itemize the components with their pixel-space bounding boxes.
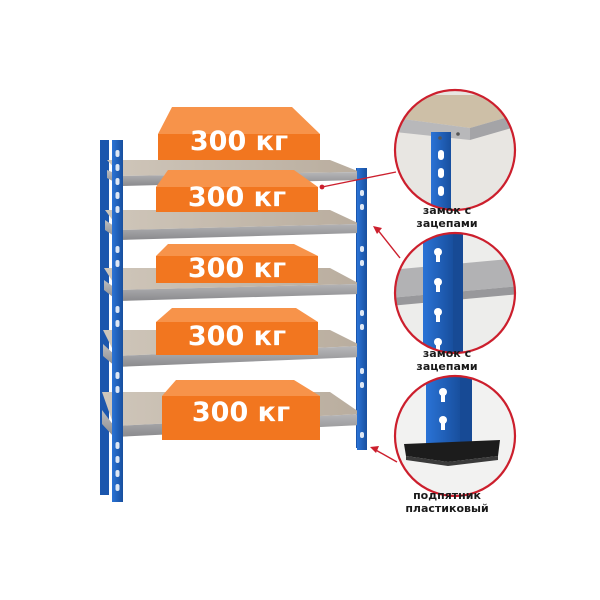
upright-front-right bbox=[357, 168, 367, 450]
load-label-2: 300 кг bbox=[188, 182, 286, 213]
shelf-2 bbox=[105, 210, 360, 240]
callout-label-upright: замок с зацепами bbox=[372, 347, 522, 373]
upright-front-left bbox=[112, 140, 123, 502]
callout-label-upright-line2: зацепами bbox=[416, 360, 478, 373]
load-label-5: 300 кг bbox=[192, 397, 290, 428]
load-badge-5: 300 кг bbox=[162, 380, 320, 440]
load-badge-1: 300 кг bbox=[158, 107, 320, 160]
load-label-1: 300 кг bbox=[190, 126, 288, 157]
callout-label-corner-lock-line1: замок с bbox=[422, 204, 472, 217]
callout-plastic-foot bbox=[393, 374, 517, 498]
load-label-4: 300 кг bbox=[188, 321, 286, 352]
callout-pointer-3 bbox=[370, 446, 398, 463]
callout-label-corner-lock: замок с зацепами bbox=[372, 204, 522, 230]
callout-corner-lock bbox=[393, 88, 517, 212]
load-label-3: 300 кг bbox=[188, 253, 286, 284]
callout-label-upright-line1: замок с bbox=[422, 347, 472, 360]
load-badge-2: 300 кг bbox=[156, 170, 318, 213]
load-badge-4: 300 кг bbox=[156, 308, 318, 355]
load-badge-3: 300 кг bbox=[156, 244, 318, 284]
callout-pointer-2 bbox=[373, 226, 401, 259]
callout-label-foot-line2: пластиковый bbox=[405, 502, 489, 515]
callout-label-corner-lock-line2: зацепами bbox=[416, 217, 478, 230]
upright-back-left bbox=[100, 140, 109, 495]
callout-label-foot-line1: подпятник bbox=[413, 489, 481, 502]
callout-label-foot: подпятник пластиковый bbox=[372, 489, 522, 515]
callout-upright-keyholes bbox=[393, 231, 517, 355]
callout-pointer-1 bbox=[319, 171, 397, 190]
